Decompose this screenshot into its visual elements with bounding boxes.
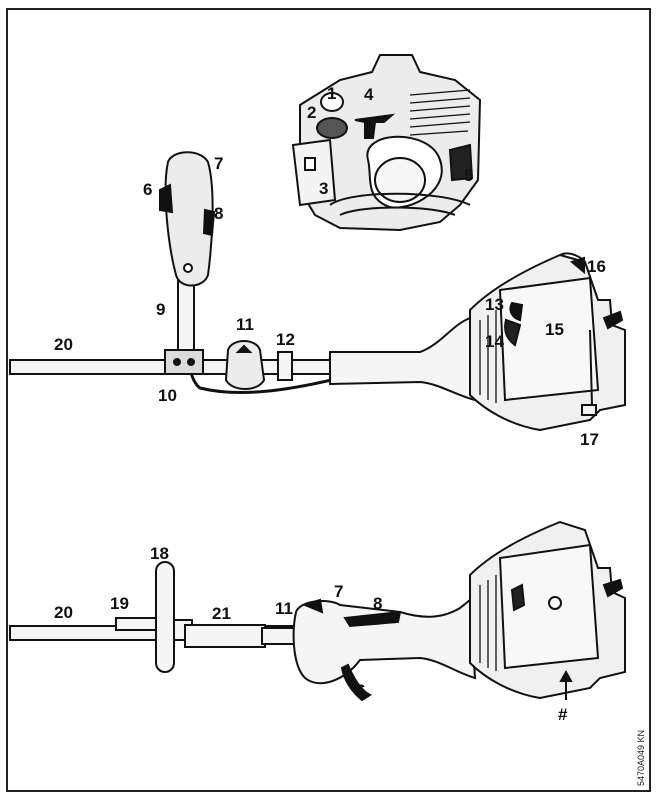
middle-assembly [9,151,626,432]
handle-clamp [164,349,204,375]
callout-4: 4 [364,85,374,104]
callout-6-bottom: 6 [356,681,366,700]
callout-9: 9 [156,300,166,319]
callout-7-bottom: 7 [334,582,344,601]
callout-11-bottom: 11 [275,599,293,618]
callout-8-bottom: 8 [373,594,383,613]
callout-20-top: 20 [54,335,73,354]
engine-unit [291,54,482,232]
barrier-bar [155,561,175,673]
callout-hash: # [558,705,568,724]
rear-handle [292,598,477,685]
handle-grip [164,151,214,287]
hanger-bracket [224,340,266,390]
callout-2: 2 [307,103,317,122]
callout-14: 14 [485,332,504,351]
callout-7-handle: 7 [214,154,224,173]
callout-17: 17 [580,430,599,449]
callout-21: 21 [212,604,231,623]
callout-6-handle: 6 [143,180,153,199]
figure-code: 5470A049 KN [636,729,646,786]
callout-19: 19 [110,594,129,613]
bottom-assembly [9,520,626,702]
callout-13: 13 [485,295,504,314]
shaft-tube [184,624,266,648]
callout-16: 16 [587,257,606,276]
cable-clip [277,351,293,381]
callout-8-handle: 8 [214,204,224,223]
callout-12: 12 [276,330,295,349]
callout-15: 15 [545,320,564,339]
callout-10: 10 [158,386,177,405]
callout-18: 18 [150,544,169,563]
callout-20-bottom: 20 [54,603,73,622]
callout-1: 1 [327,84,337,103]
callout-5: 5 [464,166,474,185]
callout-3: 3 [319,179,329,198]
callout-11-top: 11 [236,315,254,334]
